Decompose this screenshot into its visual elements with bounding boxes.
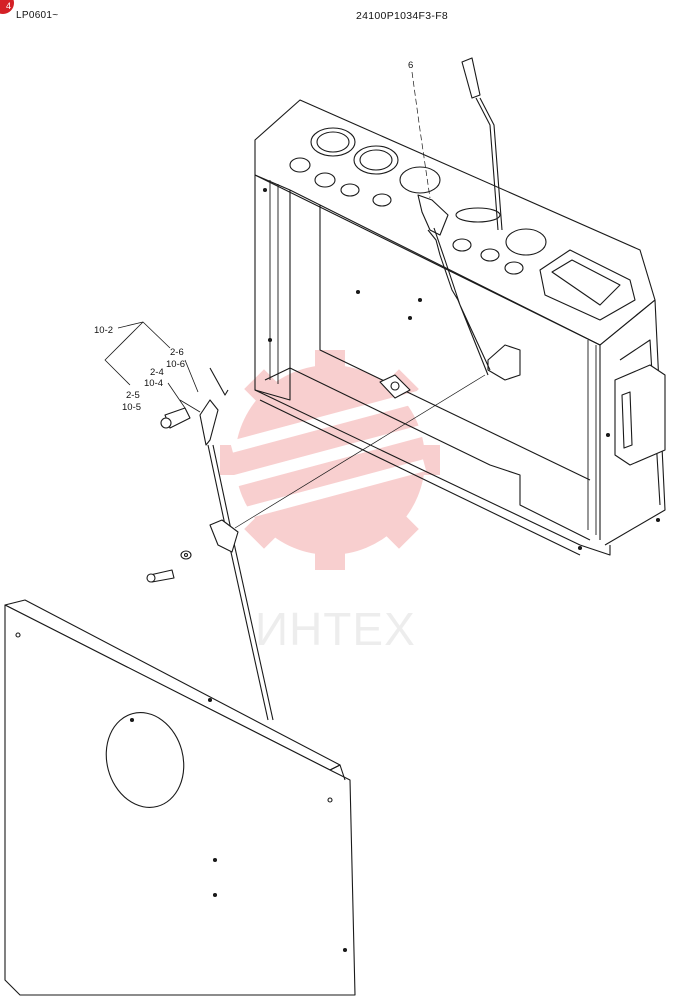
callout-leaders bbox=[104, 321, 201, 413]
callout-10-5: 10-5 bbox=[122, 402, 141, 413]
serial-range: LP0601~ bbox=[16, 10, 59, 21]
shift-lever bbox=[461, 57, 503, 231]
callout-2-6: 2-6 bbox=[170, 347, 184, 358]
callout-10-6: 10-6 bbox=[166, 359, 185, 370]
callout-10-4: 10-4 bbox=[144, 378, 163, 389]
callout-2-5: 2-5 bbox=[126, 390, 140, 401]
watermark-text: ИНТЕХ bbox=[255, 603, 416, 655]
callout-labels: 6 10-2 2-6 10-6 2-4 10-4 2-5 10-5 bbox=[94, 60, 413, 413]
instrument-cluster bbox=[289, 127, 636, 321]
callout-10-2: 10-2 bbox=[94, 325, 113, 336]
drawing-number: 24100P1034F3-F8 bbox=[356, 10, 449, 22]
floor-plate bbox=[4, 599, 356, 996]
control-rod bbox=[146, 367, 486, 721]
watermark: ИНТЕХ bbox=[220, 350, 440, 655]
throttle-lever bbox=[411, 71, 491, 376]
page-badge: 4 bbox=[0, 0, 14, 14]
callout-6: 6 bbox=[408, 60, 413, 71]
callout-2-4: 2-4 bbox=[150, 367, 164, 378]
